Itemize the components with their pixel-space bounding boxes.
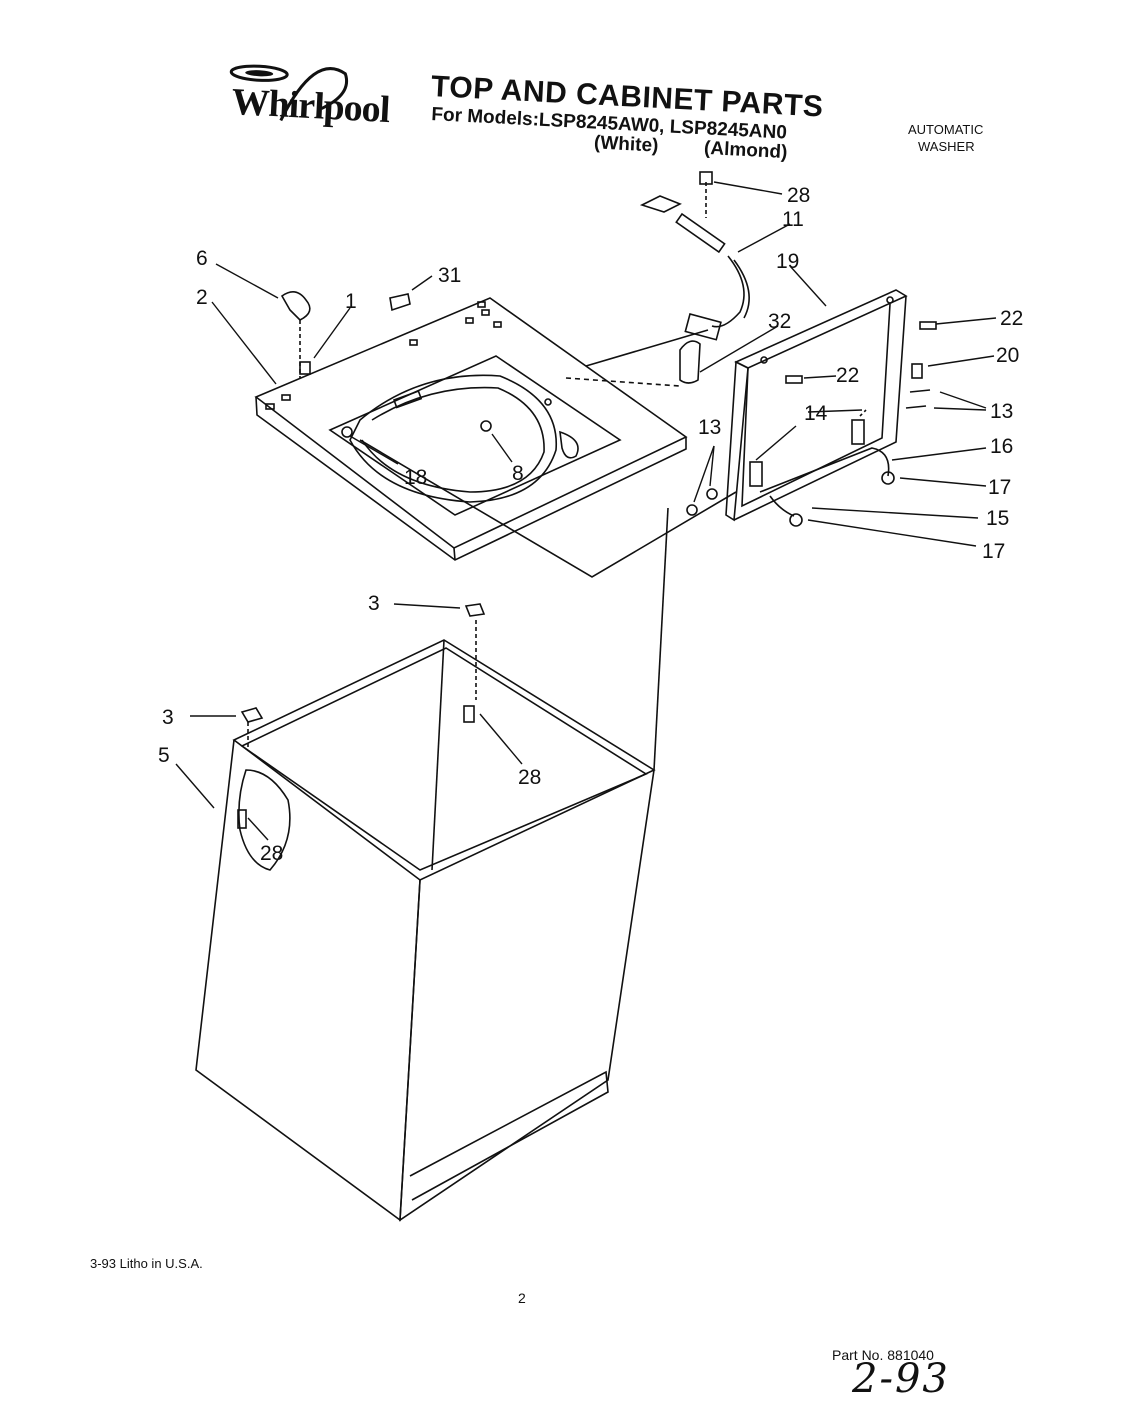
logo-swoosh-icon [229, 64, 348, 122]
callout-32: 32 [768, 310, 791, 333]
callout-28-cabinet: 28 [518, 766, 541, 789]
callout-2: 2 [196, 286, 208, 309]
litho-note: 3-93 Litho in U.S.A. [90, 1256, 203, 1271]
callout-leader-lines [175, 181, 997, 841]
callout-3-lower: 3 [162, 706, 174, 729]
lid-switch-harness [639, 171, 750, 341]
page-number: 2 [518, 1290, 526, 1306]
callout-17-lower: 17 [982, 540, 1005, 563]
callout-6: 6 [196, 247, 208, 270]
callout-28-side: 28 [260, 842, 283, 865]
callout-19: 19 [776, 250, 799, 273]
part-number: Part No. 881040 [832, 1347, 934, 1363]
callout-13-right: 13 [990, 400, 1013, 423]
handwritten-date: 2-93 [852, 1356, 950, 1402]
washer-cabinet [195, 507, 669, 1222]
callout-3-upper: 3 [368, 592, 380, 615]
callout-20: 20 [996, 344, 1019, 367]
washer-top-panel [254, 297, 737, 578]
small-clip-parts [280, 291, 701, 384]
callout-18: 18 [404, 466, 427, 489]
callout-17-upper: 17 [988, 476, 1011, 499]
callout-15: 15 [986, 507, 1009, 530]
product-type-line1: AUTOMATIC [908, 122, 984, 137]
callout-8: 8 [512, 462, 524, 485]
product-type-line2: WASHER [918, 139, 975, 154]
callout-31: 31 [438, 264, 461, 287]
callout-14: 14 [804, 402, 828, 425]
callout-11: 11 [782, 208, 804, 231]
callout-13-left: 13 [698, 416, 721, 439]
callout-numbers: 28 11 6 31 2 1 19 32 22 22 20 13 14 13 1… [158, 184, 1023, 865]
callout-5: 5 [158, 744, 170, 767]
callout-1: 1 [345, 290, 357, 313]
lid-assembly [686, 289, 937, 527]
callout-22-left: 22 [836, 364, 859, 387]
callout-16: 16 [990, 435, 1013, 458]
callout-22-right: 22 [1000, 307, 1023, 330]
whirlpool-logo: Whirlpool [229, 64, 391, 131]
callout-28-top: 28 [787, 184, 810, 207]
